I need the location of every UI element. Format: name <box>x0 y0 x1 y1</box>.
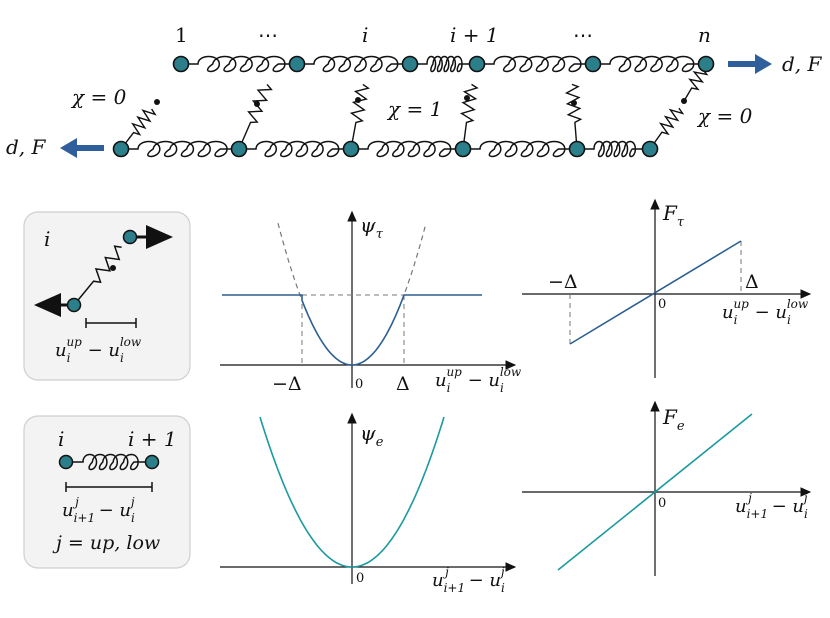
chi-label-right: χ = 0 <box>696 104 753 128</box>
shear-zigzag-spring <box>349 83 370 150</box>
shear-zigzag-spring <box>238 83 273 150</box>
psi-e-zero: 0 <box>356 571 364 586</box>
lower-node <box>230 140 248 158</box>
f-tau-neg-delta: −Δ <box>548 271 578 293</box>
lower-coil-spring <box>470 140 570 158</box>
index-dots-left: ⋯ <box>258 23 278 47</box>
force-arrow-left <box>60 138 104 158</box>
f-e-plot: Fe 0 ui+1j − uij <box>522 400 812 576</box>
upper-coil-spring <box>484 55 586 73</box>
elastic-box-index-i: i <box>58 427 64 451</box>
lower-node <box>568 140 586 158</box>
shear-spring-end-dot <box>571 100 577 106</box>
shear-box-index: i <box>44 227 50 251</box>
f-e-zero: 0 <box>658 496 666 511</box>
upper-node <box>468 55 486 73</box>
upper-coil-spring <box>600 55 699 73</box>
force-arrow-right <box>728 54 772 74</box>
elastic-element-box: i i + 1 ui+1j − uij j = up, low <box>23 415 191 569</box>
index-i: i <box>362 23 368 47</box>
lower-coil-spring <box>584 140 643 158</box>
force-label-left: d, F <box>6 135 47 159</box>
upper-node <box>697 55 715 73</box>
index-dots-right: ⋯ <box>573 23 593 47</box>
shear-zigzag-spring <box>683 69 709 102</box>
upper-node <box>172 55 190 73</box>
f-tau-line <box>569 240 742 345</box>
f-e-axis-label: Fe <box>662 405 685 434</box>
f-e-x-label: ui+1j − uij <box>735 491 808 521</box>
psi-tau-axis-label: ψτ <box>360 213 384 242</box>
elastic-box-j-label: j = up, low <box>52 532 160 554</box>
chain-diagram: 1 ⋯ i i + 1 ⋯ n d, F d, F χ = 0 χ = 1 χ … <box>6 23 823 159</box>
shear-zigzag-spring <box>564 83 583 150</box>
lower-coil-spring <box>358 140 456 158</box>
lower-node <box>454 140 472 158</box>
psi-tau-delta: Δ <box>396 373 410 395</box>
upper-node <box>401 55 419 73</box>
chi-label-middle: χ = 1 <box>386 97 442 121</box>
psi-tau-neg-delta: −Δ <box>272 373 302 395</box>
elastic-box-measure: ui+1j − uij <box>62 495 135 525</box>
psi-e-axis-label: ψe <box>360 421 384 450</box>
psi-e-x-label: ui+1j − uij <box>432 565 505 595</box>
psi-tau-x-label: uiup − uilow <box>435 365 522 395</box>
upper-coil-spring <box>304 55 403 73</box>
shear-element-box: i uiup − uilow <box>23 211 191 381</box>
upper-coil-spring <box>417 55 470 73</box>
elastic-box-index-i1: i + 1 <box>128 427 177 451</box>
shear-springs <box>120 69 709 150</box>
shear-spring-end-dot <box>154 99 160 105</box>
index-i-plus-1: i + 1 <box>450 23 499 47</box>
shear-zigzag-spring <box>649 107 685 150</box>
upper-spring-chain <box>188 55 699 73</box>
lower-node <box>641 140 659 158</box>
index-n: n <box>698 23 711 47</box>
f-tau-zero: 0 <box>658 297 666 312</box>
f-tau-plot: Fτ −Δ Δ 0 uiup − uilow <box>522 198 812 378</box>
f-tau-delta: Δ <box>745 271 759 293</box>
lower-spring-chain <box>128 140 643 158</box>
upper-coil-spring <box>188 55 290 73</box>
shear-spring-end-dot <box>355 97 361 103</box>
psi-tau-plot: ψτ −Δ 0 Δ uiup − uilow <box>220 210 522 395</box>
f-e-line <box>557 413 753 571</box>
lower-node <box>342 140 360 158</box>
lower-coil-spring <box>246 140 344 158</box>
chain-nodes <box>112 55 715 158</box>
index-1: 1 <box>175 23 188 47</box>
shear-zigzag-spring <box>120 108 157 150</box>
shear-spring-end-dot <box>254 101 260 107</box>
lower-coil-spring <box>128 140 232 158</box>
f-tau-x-label: uiup − uilow <box>722 297 809 327</box>
lower-node <box>112 140 130 158</box>
shear-spring-end-dot <box>464 95 470 101</box>
psi-tau-zero: 0 <box>355 377 363 392</box>
f-tau-axis-label: Fτ <box>662 201 685 230</box>
chi-label-left: χ = 0 <box>70 85 127 109</box>
upper-node <box>584 55 602 73</box>
upper-node <box>288 55 306 73</box>
shear-zigzag-spring <box>459 83 479 150</box>
psi-e-plot: ψe 0 ui+1j − uij <box>220 412 517 595</box>
force-label-right: d, F <box>782 52 823 76</box>
